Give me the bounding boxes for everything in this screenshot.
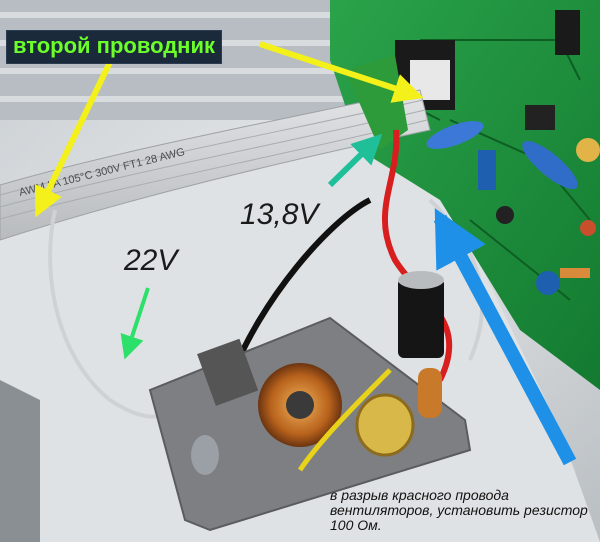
yellow-inductor [355, 393, 415, 457]
voltage-22v-label: 22V [124, 244, 178, 277]
yellow-arrow-to-connector [259, 41, 424, 103]
grey-wire-left [48, 209, 172, 419]
red-wire [381, 129, 453, 382]
converter-heatsink [197, 338, 259, 406]
toroid-inductor-core [286, 391, 314, 419]
pcb-components [395, 10, 600, 295]
resistor-note: в разрыв красного провода вентиляторов, … [330, 487, 588, 533]
yellow-wire [297, 368, 392, 472]
chassis-edge-left [0, 380, 40, 542]
electrolytic-capacitor [398, 278, 444, 358]
capacitor-top [398, 271, 444, 289]
small-capacitor [191, 435, 219, 475]
green-arrow-22v [120, 287, 150, 360]
voltage-13v8-label: 13,8V [240, 198, 319, 231]
teal-arrow-13v8 [327, 133, 383, 188]
yellow-arrow-to-cable [34, 60, 113, 218]
small-inductor [418, 368, 442, 418]
blue-arrow-red-wire [433, 208, 577, 466]
second-conductor-label: второй проводник [6, 30, 223, 64]
